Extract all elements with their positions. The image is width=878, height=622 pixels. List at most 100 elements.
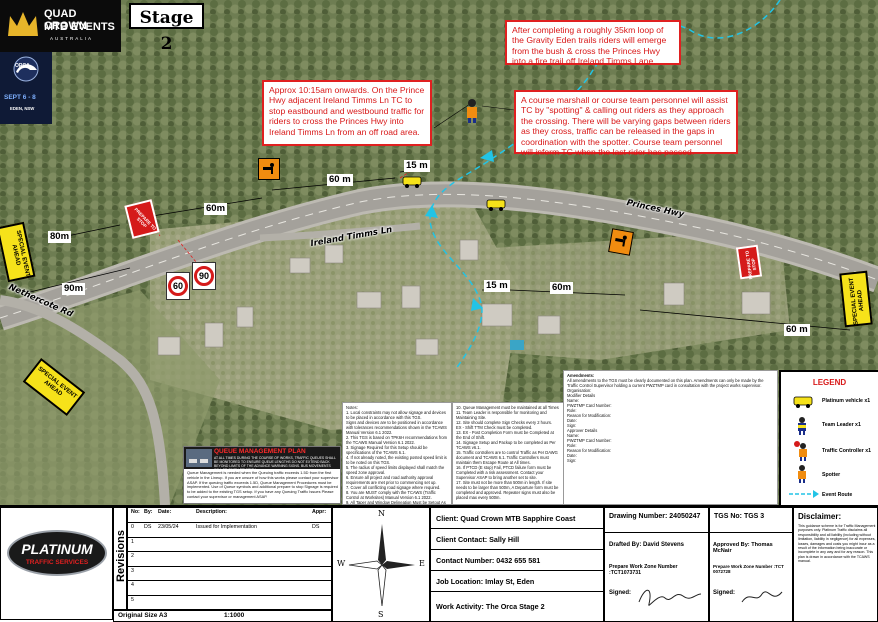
prepare-zone-right: Prepare Work Zone Number :TCT 0072728: [713, 564, 784, 574]
queue-management-plan: QUEUE MANAGEMENT PLAN AT ALL TIMES DURIN…: [183, 446, 341, 504]
callout-spotter: A course marshall or course team personn…: [514, 90, 738, 157]
notes-list-2: 10. Queue Management must be maintained …: [456, 405, 560, 500]
queue-title: QUEUE MANAGEMENT PLAN: [214, 448, 306, 455]
client-name: Client: Quad Crown MTB Sapphire Coast: [431, 508, 605, 529]
note-item: 1. Local constraints may not allow signa…: [346, 410, 446, 420]
distance-60m-top: 60 m: [327, 174, 353, 186]
legend-item-spotter: Spotter: [781, 465, 878, 486]
crown-icon: [8, 12, 38, 36]
drawing-number: Drawing Number: 24050247: [609, 513, 701, 520]
queue-header: QUEUE MANAGEMENT PLAN AT ALL TIMES DURIN…: [184, 447, 340, 472]
callout-leaders: [433, 103, 515, 129]
amendment-field: Role:: [567, 443, 577, 448]
compass-cell: N S W E: [332, 507, 430, 622]
quad-crown-logo: QUAD CROWN MTB EVENTS AUSTRALIA: [0, 0, 121, 52]
revision-header-cell: No:: [131, 509, 140, 515]
work-activity: Work Activity: The Orca Stage 2: [436, 602, 545, 611]
brand-line3: AUSTRALIA: [50, 36, 94, 41]
amendments-heading: Amendments:: [567, 373, 595, 378]
notes-column-2: 10. Queue Management must be maintained …: [452, 402, 564, 505]
distance-60m-right: 60 m: [784, 324, 810, 336]
signature-right: [741, 591, 783, 603]
legend-item-vehicle: Platinum vehicle x1: [781, 392, 878, 412]
note-item: 9. All Taper and Window Delineation Must…: [346, 500, 446, 505]
revisions-label: Revisions: [115, 530, 127, 582]
sign-special-event-right: SPECIAL EVENT AHEAD: [839, 270, 873, 328]
note-item: 15. Traffic controllers are to control T…: [456, 450, 558, 465]
platinum-vehicle-marker: [402, 176, 422, 188]
size-scale-row: Original Size A3 1:1000: [113, 610, 332, 622]
event-dates: SEPT 6 - 8: [4, 94, 36, 101]
event-place: EDEN, NSW: [10, 106, 35, 111]
distance-15m-top: 15 m: [404, 160, 430, 172]
compass-e: E: [419, 559, 425, 568]
sign-traffic-controller-ahead-left: [258, 158, 280, 180]
amendment-field: Name:: [567, 433, 580, 438]
traffic-controller-sign-icon: [615, 235, 627, 247]
note-item: 13. EX - Post Completion Form must be Co…: [456, 430, 554, 440]
revision-cell: 0: [131, 524, 134, 530]
contact-number: Contact Number: 0432 655 581: [431, 550, 605, 571]
note-item: 17. Site must not be more than 500m in l…: [456, 480, 559, 500]
revision-header-cell: Description:: [196, 509, 227, 515]
amendments-box: Amendments: All amendments to the TGS mu…: [563, 370, 778, 505]
revision-cell: DS: [144, 524, 152, 530]
legend: LEGEND Platinum vehicle x1 Team Leader x…: [779, 370, 878, 505]
callout-timing: Approx 10:15am onwards. On the Prince Hw…: [262, 80, 432, 146]
tgs-number: TGS No: TGS 3: [714, 513, 765, 520]
orca-event-logo: ORCA SEPT 6 - 8 EDEN, NSW: [0, 52, 52, 124]
platinum-logo: PLATINUM TRAFFIC SERVICES: [7, 530, 107, 576]
note-item: 10. Queue Management must be maintained …: [456, 405, 559, 410]
traffic-queue-icon: [186, 449, 212, 467]
legend-item-event-route: Event Route: [781, 486, 878, 505]
team-leader-icon: [798, 417, 806, 435]
amendment-field: PWZTMP Card Number:: [567, 438, 612, 443]
revision-header-cell: Appr:: [312, 509, 327, 515]
revision-cell: 5: [131, 596, 134, 603]
notes-column-1: Notes: 1. Local constraints may not allo…: [342, 402, 452, 505]
queue-subtitle: AT ALL TIMES DURING THE COURSE OF WORKS,…: [214, 456, 336, 472]
revision-cell: DS: [312, 524, 320, 530]
amendment-field: Role:: [567, 408, 577, 413]
drawing-right-cell: TGS No: TGS 3 Approved By: Thomas McNair…: [709, 507, 793, 622]
drawing-left-cell: Drawing Number: 24050247 Drafted By: Dav…: [604, 507, 709, 622]
note-item: 7. Cover all conflicting road signage wh…: [346, 485, 441, 490]
compass-w: W: [337, 559, 346, 568]
revision-cell: 3: [131, 567, 134, 574]
revision-row: 4: [128, 580, 333, 592]
distance-90m: 90m: [62, 283, 86, 295]
approved-by: Approved By: Thomas McNair: [713, 542, 773, 554]
original-size: Original Size A3: [118, 612, 168, 619]
amendment-field: Approver Details: [567, 428, 598, 433]
note-item: 4. If not already noted, the existing po…: [346, 455, 447, 465]
client-contact: Client Contact: Sally Hill: [431, 529, 605, 550]
distance-80m: 80m: [48, 231, 72, 243]
route-arrow-icon: [789, 490, 819, 498]
company-logo-cell: PLATINUM TRAFFIC SERVICES: [0, 507, 113, 620]
queue-body: Queue Management is needed when the Queu…: [187, 470, 339, 499]
signed-right-label: Signed:: [713, 590, 735, 596]
distance-15m-mid: 15 m: [484, 280, 510, 292]
note-item: 11. Team Leader is responsible for monit…: [456, 410, 547, 420]
prepare-zone-left: Prepare Work Zone Number :TCT1073731: [609, 564, 678, 576]
notes-heading: Notes:: [346, 405, 358, 410]
scale: 1:1000: [224, 612, 245, 619]
revision-cell: 2: [131, 553, 134, 559]
orca-name: ORCA: [15, 63, 30, 69]
sign-prepare-to-stop-right: PREPARE TO STOP: [735, 244, 763, 280]
orca-icon: [13, 56, 39, 82]
amendment-field: Date:: [567, 418, 577, 423]
revision-header-cell: Date:: [158, 509, 172, 515]
note-item: 2. This TGS is based on TPK6H recommenda…: [346, 435, 448, 445]
title-block: PLATINUM TRAFFIC SERVICES Revisions No:B…: [0, 505, 878, 622]
note-item: 14. Signage Setup and Packup to be compl…: [456, 440, 556, 450]
amendment-field: Reason for Modification:: [567, 448, 612, 453]
amendments-text: All amendments to the TGS must be clearl…: [567, 378, 764, 388]
note-item: 16. If PTCD (E stop) Fail, PTCD failure …: [456, 465, 552, 480]
revision-cell: 1: [131, 538, 134, 545]
disclaimer-text: This guidance scheme is for Traffic Mana…: [798, 524, 876, 564]
note-item: 5. The radius of speed limits displayed …: [346, 465, 445, 475]
legend-item-traffic-controller: Traffic Controller x1: [781, 441, 878, 462]
legend-item-team-leader: Team Leader x1: [781, 416, 878, 436]
